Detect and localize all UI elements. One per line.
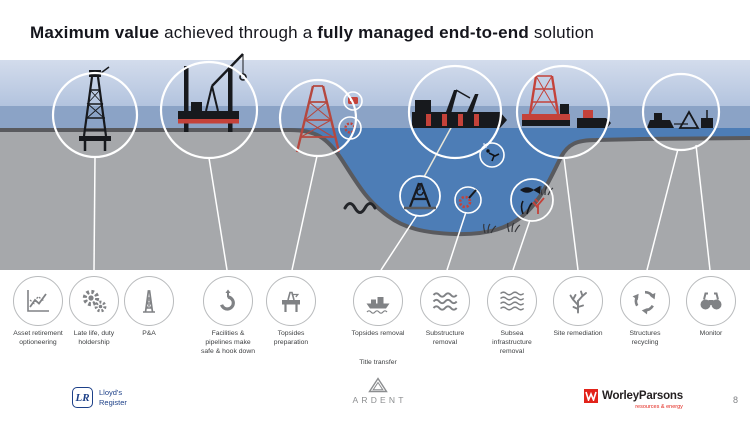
step-structures-recycling: Structures recycling: [613, 276, 677, 348]
cutting-tool-circle: [454, 186, 482, 214]
heavy-lift-vessel: [412, 89, 507, 178]
title-bold-1: Maximum value: [30, 23, 160, 42]
well-derrick-icon: [143, 290, 155, 313]
step-label: Topsides preparation: [273, 330, 309, 346]
horizon-band: [0, 106, 750, 129]
step-facilities-pipelines-make-safe: Facilities & pipelines make safe & hook …: [196, 276, 260, 356]
crane-barge: [522, 75, 570, 126]
step-label: Asset retirement optioneering: [13, 330, 63, 346]
step-topsides-removal: Topsides removal: [346, 276, 410, 339]
subsea-waves-icon: [499, 291, 525, 311]
step-label: Monitor: [699, 330, 723, 337]
topsides-icon: [282, 291, 300, 312]
stage-circle-tow: [641, 72, 721, 152]
step-label: P&A: [142, 330, 156, 337]
step-site-remediation: Site remediation: [546, 276, 610, 339]
step-monitor: Monitor: [679, 276, 743, 339]
stage-circle-jackup: [159, 60, 259, 160]
waves-icon: [432, 292, 458, 311]
step-label: Topsides removal: [351, 330, 405, 337]
marine-life-circle: [510, 178, 554, 222]
step-circle: [203, 276, 253, 326]
worleyparsons-tagline: resources & energy: [635, 404, 683, 410]
lifting-frame-circle: [399, 175, 441, 217]
lloyds-register-wordmark: Lloyd's Register: [99, 388, 127, 407]
step-asset-retirement-optioneering: Asset retirement optioneering: [6, 276, 70, 348]
step-circle: [686, 276, 736, 326]
step-circle: [553, 276, 603, 326]
step-label: Facilities & pipelines make safe & hook …: [200, 330, 256, 355]
hook-icon: [220, 289, 235, 311]
binoculars-icon: [700, 292, 722, 310]
lloyds-register-line2: Register: [99, 397, 127, 407]
lloyds-register-monogram: LR: [75, 391, 90, 404]
sky: [0, 60, 750, 107]
step-label: Structures recycling: [629, 330, 661, 346]
lloyds-register-logo: LR Lloyd's Register: [72, 387, 127, 408]
steel-jacket: [295, 85, 341, 153]
stage-circle-hlv: [407, 64, 503, 160]
lloyds-register-line1: Lloyd's: [99, 388, 123, 398]
step-label: Late life, duty holdership: [73, 330, 115, 346]
coral-icon: [569, 290, 587, 314]
stage-circle-jacket: [278, 78, 358, 158]
connector-lines: [93, 144, 711, 270]
tow-to-shore: [647, 110, 713, 129]
step-circle: [69, 276, 119, 326]
title-transfer-note: Title transfer: [359, 359, 397, 366]
step-circle: [487, 276, 537, 326]
pipeline: [343, 202, 377, 214]
seabed: [0, 130, 750, 270]
worleyparsons-logo: WorleyParsons resources & energy: [584, 389, 683, 410]
stage-circle-platform: [51, 71, 139, 159]
step-topsides-preparation: Topsides preparation: [259, 276, 323, 348]
step-label: Subsea infrastructure removal: [492, 330, 532, 355]
page-title: Maximum value achieved through a fully m…: [30, 23, 594, 43]
title-bold-2: fully managed end-to-end: [317, 23, 529, 42]
step-circle: [124, 276, 174, 326]
step-circle: [13, 276, 63, 326]
scene-illustration: [0, 53, 750, 270]
stage-circle-barge: [515, 64, 611, 160]
step-circle: [420, 276, 470, 326]
jackup-rig: [178, 53, 247, 132]
ardent-triangle-icon: [368, 377, 388, 393]
worleyparsons-wordmark: WorleyParsons: [602, 390, 683, 402]
title-regular-2: solution: [528, 23, 595, 42]
stage-circles: [51, 60, 721, 160]
step-circle: [266, 276, 316, 326]
line-chart-icon: [27, 290, 49, 312]
recycle-icon: [630, 290, 656, 316]
support-tug: [577, 110, 611, 128]
barge-icon: [366, 297, 390, 314]
diver-circle: [479, 142, 505, 168]
step-p-and-a: P&A: [117, 276, 181, 339]
step-substructure-removal: Substructure removal: [413, 276, 477, 348]
page-number: 8: [732, 395, 738, 405]
step-circle: [353, 276, 403, 326]
step-subsea-infrastructure-removal: Subsea infrastructure removal: [480, 276, 544, 356]
lloyds-register-mark-icon: LR: [72, 387, 93, 408]
ardent-wordmark: ARDENT: [352, 395, 407, 405]
worleyparsons-mark-icon: [584, 389, 598, 403]
step-late-life-duty-holdership: Late life, duty holdership: [62, 276, 126, 348]
step-label: Substructure removal: [425, 330, 465, 346]
step-circle: [620, 276, 670, 326]
gears-icon: [82, 289, 107, 313]
step-label: Site remediation: [553, 330, 603, 337]
ardent-logo: ARDENT: [342, 377, 414, 405]
title-regular-1: achieved through a: [159, 23, 318, 42]
